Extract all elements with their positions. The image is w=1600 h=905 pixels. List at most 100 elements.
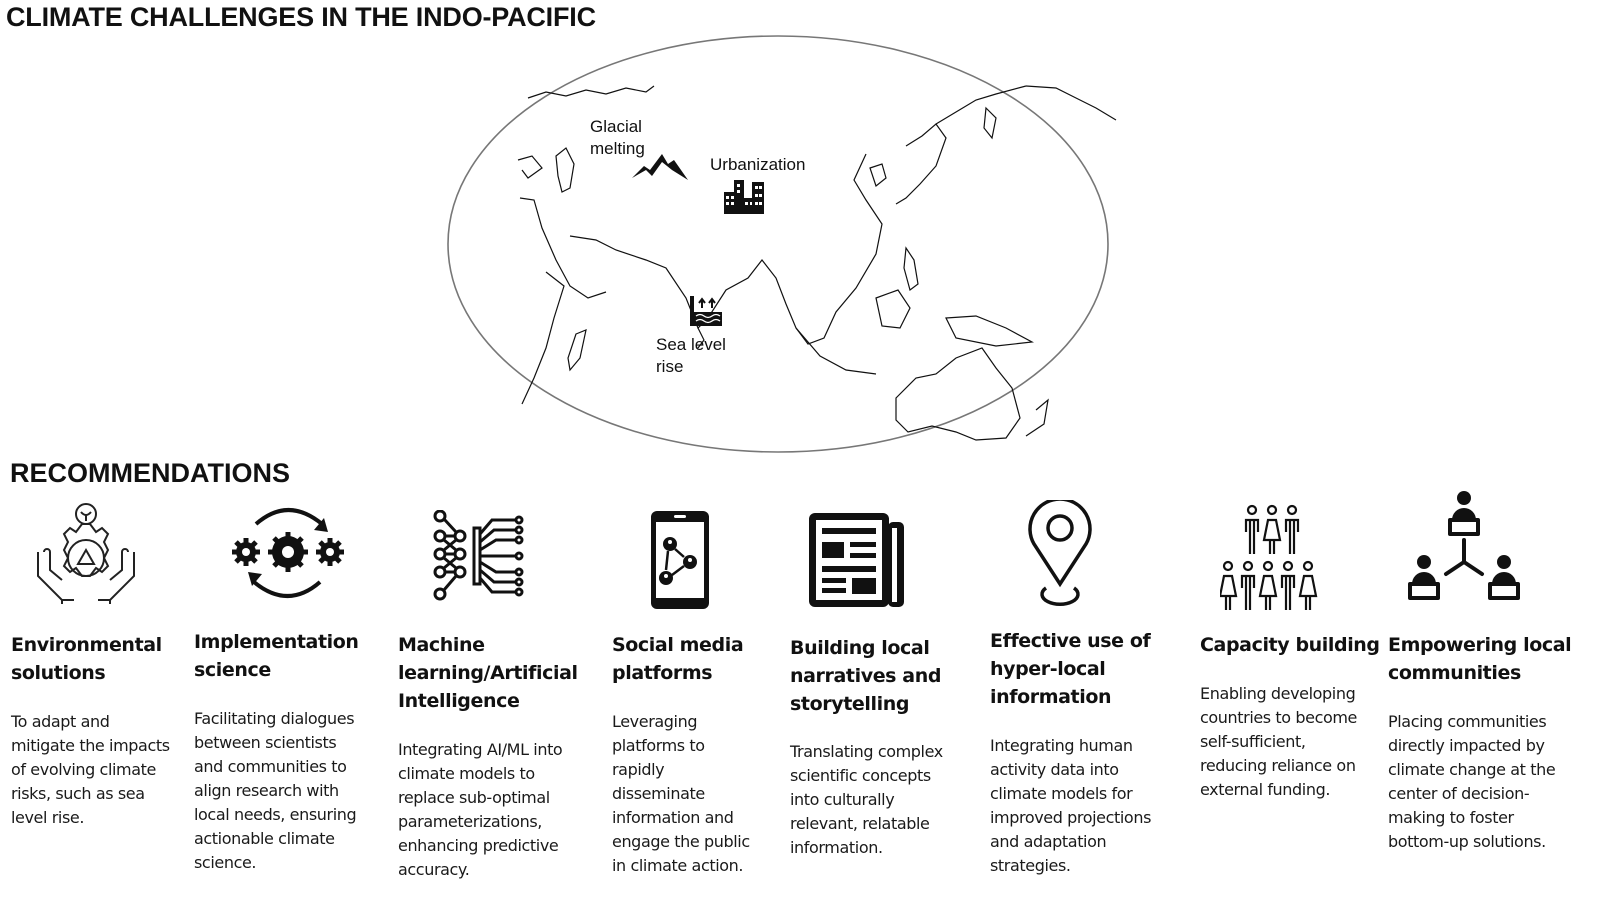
text-line: platforms to (612, 736, 705, 755)
heading-line: Environmental (11, 634, 162, 656)
text-line: parameterizations, (398, 812, 542, 831)
text-line: local needs, ensuring (194, 805, 357, 824)
text-line: reducing reliance on (1200, 756, 1356, 775)
text-line: level rise. (11, 808, 85, 827)
text-line: Enabling developing (1200, 684, 1356, 703)
neural-circuit-icon (433, 510, 524, 601)
indo-pacific-map: Glacial melting Urbanization Sea level r… (436, 28, 1120, 460)
community-readers-icon (1408, 491, 1520, 600)
text-line: Integrating AI/ML into (398, 740, 563, 759)
text-line: Leveraging (612, 712, 698, 731)
rec-heading-social-media: Social media platforms (612, 631, 744, 687)
rec-heading-capacity-building: Capacity building (1200, 631, 1380, 659)
text-line: in climate action. (612, 856, 744, 875)
gears-cycle-icon (232, 508, 344, 598)
text-line: scientific concepts (790, 766, 931, 785)
text-line: risks, such as sea (11, 784, 145, 803)
rec-text-capacity-building: Enabling developing countries to become … (1200, 682, 1357, 802)
rec-heading-implementation-science: Implementation science (194, 628, 359, 684)
page-title: CLIMATE CHALLENGES IN THE INDO-PACIFIC (6, 2, 596, 32)
label-line: Glacial (590, 117, 642, 136)
text-line: climate models for (990, 784, 1133, 803)
label-sea-level-rise: Sea level rise (656, 334, 726, 378)
text-line: replace sub-optimal (398, 788, 550, 807)
text-line: of evolving climate (11, 760, 156, 779)
heading-line: Social media (612, 634, 744, 656)
people-group-icon (1220, 504, 1318, 610)
text-line: actionable climate (194, 829, 335, 848)
text-line: and adaptation (990, 832, 1107, 851)
newspaper-icon (809, 513, 904, 607)
heading-line: Empowering local (1388, 634, 1572, 656)
location-pin-icon (1028, 500, 1092, 606)
hands-gear-recycle-icon (37, 503, 135, 604)
text-line: Integrating human (990, 736, 1133, 755)
text-line: directly impacted by (1388, 736, 1545, 755)
rec-text-environmental-solutions: To adapt and mitigate the impacts of evo… (11, 710, 170, 830)
rec-text-social-media: Leveraging platforms to rapidly dissemin… (612, 710, 750, 878)
text-line: external funding. (1200, 780, 1331, 799)
text-line: information. (790, 838, 883, 857)
heading-line: hyper-local (990, 658, 1106, 680)
sea-level-rise-icon (690, 296, 722, 326)
label-urbanization: Urbanization (710, 155, 806, 174)
rec-text-implementation-science: Facilitating dialogues between scientist… (194, 707, 357, 875)
text-line: align research with (194, 781, 339, 800)
text-line: and communities to (194, 757, 347, 776)
heading-line: science (194, 659, 271, 681)
text-line: making to foster (1388, 808, 1514, 827)
rec-text-hyper-local: Integrating human activity data into cli… (990, 734, 1151, 878)
label-line: Sea level (656, 335, 726, 354)
text-line: into culturally (790, 790, 895, 809)
text-line: Translating complex (790, 742, 943, 761)
heading-line: narratives and (790, 665, 942, 687)
heading-line: communities (1388, 662, 1521, 684)
text-line: science. (194, 853, 257, 872)
rec-heading-empowering-communities: Empowering local communities (1388, 631, 1572, 687)
rec-heading-machine-learning: Machine learning/Artificial Intelligence (398, 631, 578, 715)
heading-line: Implementation (194, 631, 359, 653)
heading-line: Effective use of (990, 630, 1151, 652)
text-line: accuracy. (398, 860, 470, 879)
rec-heading-hyper-local: Effective use of hyper-local information (990, 627, 1151, 711)
heading-line: Building local (790, 637, 930, 659)
text-line: mitigate the impacts (11, 736, 170, 755)
text-line: climate models to (398, 764, 535, 783)
label-line: melting (590, 139, 645, 158)
rec-text-local-narratives: Translating complex scientific concepts … (790, 740, 943, 860)
text-line: enhancing predictive (398, 836, 559, 855)
text-line: center of decision- (1388, 784, 1530, 803)
heading-line: learning/Artificial (398, 662, 578, 684)
text-line: rapidly (612, 760, 665, 779)
label-line: rise (656, 357, 684, 376)
city-buildings-icon (724, 180, 764, 214)
rec-heading-environmental-solutions: Environmental solutions (11, 631, 162, 687)
text-line: countries to become (1200, 708, 1357, 727)
text-line: To adapt and (11, 712, 110, 731)
text-line: disseminate (612, 784, 705, 803)
text-line: self-sufficient, (1200, 732, 1306, 751)
text-line: engage the public (612, 832, 750, 851)
label-glacial-melting: Glacial melting (590, 116, 645, 160)
text-line: Placing communities (1388, 712, 1547, 731)
heading-line: Intelligence (398, 690, 520, 712)
recommendations-title: RECOMMENDATIONS (10, 458, 290, 488)
text-line: relevant, relatable (790, 814, 930, 833)
rec-text-empowering-communities: Placing communities directly impacted by… (1388, 710, 1556, 854)
smartphone-network-icon (651, 511, 709, 609)
heading-line: Capacity building (1200, 634, 1380, 656)
text-line: strategies. (990, 856, 1071, 875)
text-line: between scientists (194, 733, 337, 752)
heading-line: Machine (398, 634, 485, 656)
text-line: improved projections (990, 808, 1152, 827)
text-line: bottom-up solutions. (1388, 832, 1546, 851)
heading-line: solutions (11, 662, 106, 684)
heading-line: information (990, 686, 1112, 708)
text-line: activity data into (990, 760, 1119, 779)
text-line: information and (612, 808, 734, 827)
heading-line: platforms (612, 662, 713, 684)
rec-text-machine-learning: Integrating AI/ML into climate models to… (398, 738, 563, 882)
text-line: climate change at the (1388, 760, 1556, 779)
rec-heading-local-narratives: Building local narratives and storytelli… (790, 634, 941, 718)
world-map-outline (447, 35, 1117, 453)
